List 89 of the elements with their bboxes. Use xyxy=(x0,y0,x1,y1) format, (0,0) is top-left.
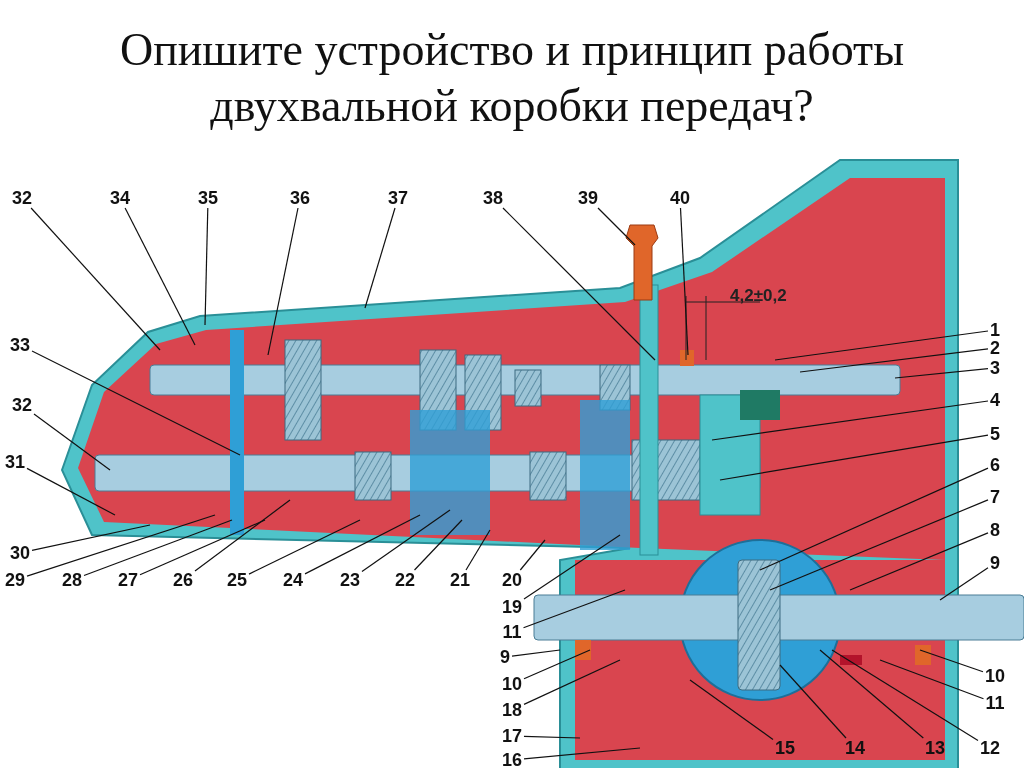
leader-line xyxy=(304,514,421,575)
callout-number: 30 xyxy=(10,544,31,562)
callout-number: 11 xyxy=(985,694,1005,712)
callout-number: 21 xyxy=(450,571,471,589)
leader-line xyxy=(31,350,241,456)
leader-line xyxy=(31,524,151,551)
callout-number: 27 xyxy=(118,571,139,589)
callout-number: 17 xyxy=(502,727,523,745)
callout-number: 37 xyxy=(388,189,409,207)
callout-number: 34 xyxy=(110,189,131,207)
leader-line xyxy=(26,514,216,577)
callout-number: 28 xyxy=(62,571,83,589)
callout-number: 33 xyxy=(10,336,31,354)
callout-number: 10 xyxy=(502,675,523,693)
leader-line xyxy=(831,649,979,742)
callout-number: 25 xyxy=(227,571,248,589)
leader-line xyxy=(361,509,451,573)
leader-line xyxy=(83,519,233,577)
callout-number: 38 xyxy=(483,189,504,207)
leader-line xyxy=(26,467,116,516)
leader-line xyxy=(523,534,621,600)
leader-line xyxy=(779,664,847,739)
leader-line xyxy=(523,649,591,680)
callout-number: 40 xyxy=(670,189,691,207)
callout-number: 9 xyxy=(990,554,1000,572)
callout-number: 23 xyxy=(340,571,361,589)
leader-line xyxy=(894,368,989,379)
leader-line xyxy=(465,529,491,571)
leader-line xyxy=(413,519,463,571)
leader-line xyxy=(502,207,656,361)
leader-line xyxy=(774,330,989,361)
callout-number: 10 xyxy=(985,667,1006,685)
callout-number: 9 xyxy=(500,648,510,666)
callout-number: 6 xyxy=(990,456,1000,474)
callout-number: 20 xyxy=(502,571,523,589)
dimension-label: 4,2±0,2 xyxy=(730,286,787,306)
leader-line xyxy=(689,679,774,740)
leader-line xyxy=(769,499,989,591)
leader-line xyxy=(849,532,989,591)
callout-number: 39 xyxy=(578,189,599,207)
leader-line xyxy=(523,659,621,705)
callout-number: 19 xyxy=(502,598,523,616)
callout-number: 15 xyxy=(775,739,796,757)
leader-line xyxy=(364,207,396,309)
leader-line xyxy=(799,348,989,373)
callout-number: 4 xyxy=(990,391,1000,409)
leader-line xyxy=(30,207,161,351)
leader-line xyxy=(523,735,581,739)
callout-number: 26 xyxy=(173,571,194,589)
leader-line xyxy=(33,413,111,471)
callout-number: 24 xyxy=(283,571,304,589)
callout-number: 14 xyxy=(845,739,866,757)
leader-line xyxy=(267,207,299,356)
leader-line xyxy=(879,659,985,700)
callout-number: 35 xyxy=(198,189,219,207)
leader-line xyxy=(919,649,984,673)
callout-number: 12 xyxy=(980,739,1001,757)
callout-number: 5 xyxy=(990,425,1000,443)
callout-number: 32 xyxy=(12,396,33,414)
leader-line xyxy=(939,567,989,601)
callout-number: 36 xyxy=(290,189,311,207)
leader-line xyxy=(139,519,266,576)
leader-line xyxy=(719,434,989,481)
callout-number: 18 xyxy=(502,701,523,719)
callout-number: 1 xyxy=(990,321,1000,339)
leader-line xyxy=(679,207,689,356)
leader-line xyxy=(523,747,641,760)
callout-number: 32 xyxy=(12,189,33,207)
leader-line xyxy=(194,499,291,572)
leader-line xyxy=(124,207,196,346)
leader-line xyxy=(711,400,989,441)
leader-line xyxy=(519,539,546,571)
leader-line xyxy=(248,519,361,575)
leader-line xyxy=(204,207,209,326)
leader-line xyxy=(511,649,561,657)
callout-number: 13 xyxy=(925,739,946,757)
callout-number: 11 xyxy=(502,623,522,641)
callout-number: 29 xyxy=(5,571,26,589)
leader-line xyxy=(759,467,989,571)
title: Опишите устройство и принцип работы двухвальной коробки передач? xyxy=(118,23,906,133)
callout-number: 3 xyxy=(990,359,1000,377)
callout-number: 8 xyxy=(990,521,1000,539)
callout-number: 22 xyxy=(395,571,416,589)
callout-number: 16 xyxy=(502,751,523,768)
leader-line xyxy=(597,207,636,246)
callout-number: 2 xyxy=(990,339,1000,357)
leader-line xyxy=(819,649,924,739)
callout-number: 31 xyxy=(5,453,26,471)
callout-number: 7 xyxy=(990,488,1000,506)
